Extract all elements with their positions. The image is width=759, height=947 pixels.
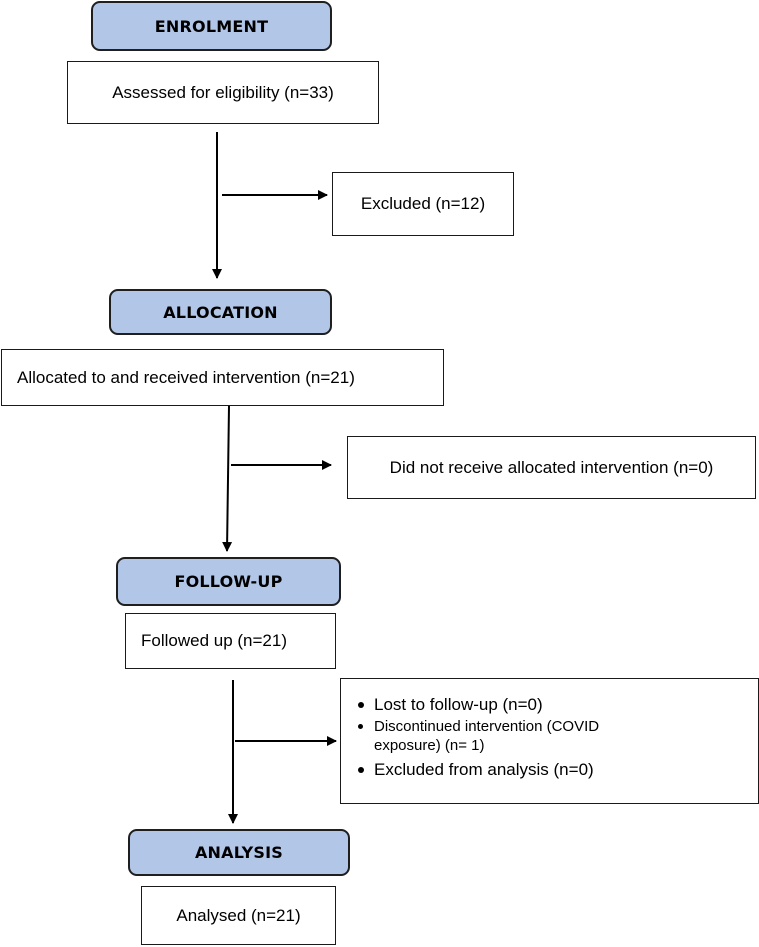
allocated-box: Allocated to and received intervention (… xyxy=(1,349,444,406)
followed-up-box: Followed up (n=21) xyxy=(125,613,336,669)
assessed-text: Assessed for eligibility (n=33) xyxy=(112,82,334,102)
followup-exclusions-box: Lost to follow-up (n=0) Discontinued int… xyxy=(340,678,759,804)
stage-follow-up: FOLLOW-UP xyxy=(116,557,341,606)
not-received-box: Did not receive allocated intervention (… xyxy=(347,436,756,499)
analysed-text: Analysed (n=21) xyxy=(176,905,301,925)
followup-exclusions-list: Lost to follow-up (n=0) Discontinued int… xyxy=(341,695,758,780)
excluded-text: Excluded (n=12) xyxy=(360,194,486,213)
assessed-box: Assessed for eligibility (n=33) xyxy=(67,61,379,124)
excluded-box: Excluded (n=12) xyxy=(332,172,514,236)
list-item-excluded-analysis: Excluded from analysis (n=0) xyxy=(341,760,758,780)
list-item-discontinued: Discontinued intervention (COVID exposur… xyxy=(341,717,649,755)
analysed-box: Analysed (n=21) xyxy=(141,886,336,945)
list-item-lost: Lost to follow-up (n=0) xyxy=(341,695,758,715)
followed-up-text: Followed up (n=21) xyxy=(141,631,288,650)
arrow-allocation-to-followup xyxy=(222,405,233,552)
stage-analysis: ANALYSIS xyxy=(128,829,350,876)
allocated-text: Allocated to and received intervention (… xyxy=(17,367,355,387)
stage-enrolment: ENROLMENT xyxy=(91,1,332,51)
stage-allocation: ALLOCATION xyxy=(109,289,332,335)
not-received-text: Did not receive allocated intervention (… xyxy=(389,457,714,477)
